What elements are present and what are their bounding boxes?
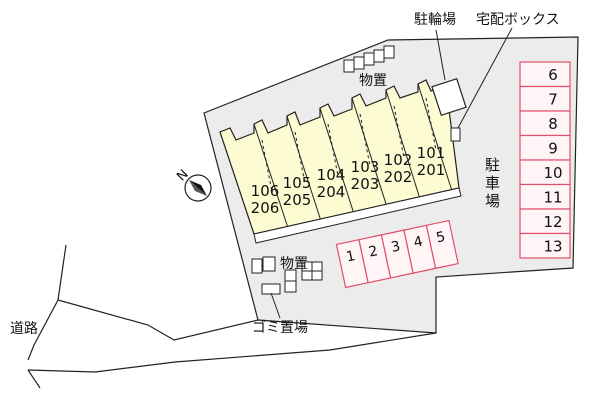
parking-space-number: 8 [548, 115, 558, 133]
parking-space-number: 11 [543, 189, 562, 207]
parking-space-number: 7 [548, 91, 558, 109]
road [27, 244, 437, 389]
parking-label: 駐 [485, 156, 500, 174]
parking-space-number: 4 [412, 234, 424, 252]
unit-label: 201 [417, 161, 446, 179]
storage-label-top: 物置 [359, 73, 387, 89]
unit-numbers: 101 201 102 202 103 203 104 204 105 205 … [251, 144, 446, 217]
storage-label-bottom: 物置 [280, 256, 308, 272]
garbage-leader [270, 292, 281, 319]
unit-label: 205 [283, 191, 312, 209]
parking-space [519, 134, 571, 161]
parking-space-number: 12 [543, 213, 562, 231]
road-label: 道路 [10, 321, 38, 337]
storage-sheds-top [343, 45, 395, 73]
parking-space [519, 208, 571, 235]
parking-space-number: 10 [543, 164, 562, 182]
parking-space [519, 159, 571, 186]
unit-label: 204 [317, 183, 346, 201]
unit-label: 206 [251, 199, 280, 217]
parking-space [519, 110, 571, 137]
parking-space-number: 3 [390, 238, 402, 256]
parking-space-number: 6 [548, 66, 558, 84]
north-compass-icon [184, 174, 212, 202]
unit-label: 106 [251, 182, 280, 200]
parking-label: 場 [485, 192, 500, 210]
parking-space-number: 1 [345, 248, 357, 266]
parking-space [519, 85, 571, 112]
delivery-box [450, 27, 513, 142]
unit-label: 101 [417, 144, 446, 162]
parking-space-number: 13 [543, 238, 562, 256]
bicycle-parking-label: 駐輪場 [414, 11, 456, 28]
parking-space [519, 61, 571, 88]
unit-label: 105 [283, 174, 312, 192]
unit-label: 203 [351, 175, 380, 193]
parking-column-right: 6 7 8 9 10 11 12 13 [519, 61, 571, 259]
parking-label: 車 [485, 174, 500, 192]
apartment-building [219, 79, 462, 244]
delivery-box-label: 宅配ボックス [476, 12, 560, 28]
unit-label: 103 [351, 158, 380, 176]
unit-label: 102 [384, 151, 413, 169]
parking-space [425, 219, 459, 270]
unit-label: 104 [317, 166, 346, 184]
unit-label: 202 [384, 168, 413, 186]
bicycle-parking [431, 29, 467, 117]
parking-space-number: 2 [367, 243, 379, 261]
parking-space [519, 232, 571, 259]
parking-space-number: 9 [548, 140, 558, 158]
garbage-label: ゴミ置場 [252, 319, 308, 336]
parking-space-number: 5 [435, 229, 447, 247]
